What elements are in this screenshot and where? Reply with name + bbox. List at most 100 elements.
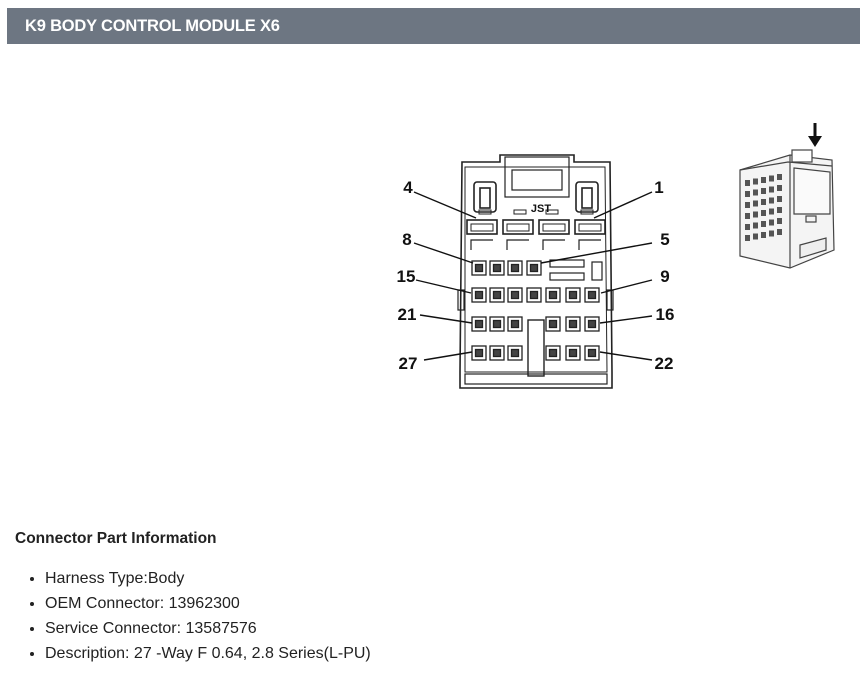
pin-label-22: 22 [655,354,674,373]
leader-line-5 [540,242,653,264]
thumbnail-cavity [777,229,782,235]
terminal-cavity-core [510,263,520,273]
terminal-cavity [526,287,542,303]
terminal-cavity-core [548,290,558,300]
thumbnail-cavity [745,213,750,219]
leader-line-22 [599,351,653,361]
connector-diagram: JST 4 1 8 5 15 9 21 16 27 22 [397,123,835,389]
leader-line-8 [413,242,474,264]
terminal-cavity [584,287,600,303]
info-list: Harness Type:Body OEM Connector: 1396230… [27,566,371,666]
leader-line-15 [415,279,472,294]
leader-line-9 [600,279,653,294]
thumbnail-cavity [777,174,782,180]
terminal-cavity-core [510,290,520,300]
insertion-arrow-icon [808,123,822,147]
terminal-cavity-core [529,263,539,273]
thumbnail-cavity [761,221,766,227]
terminal-cavity-core [492,348,502,358]
terminal-cavity-core [568,348,578,358]
pin-label-16: 16 [656,305,675,324]
thumbnail-cavity [769,197,774,204]
thumbnail-cavity [777,196,782,202]
connector-brand-label: JST [531,203,551,215]
list-item: Description: 27 -Way F 0.64, 2.8 Series(… [45,641,371,666]
thumbnail-cavity [777,218,782,224]
connector-housing [459,154,613,389]
terminal-cavity-core [474,290,484,300]
thumbnail-cavity [745,180,750,186]
terminal-cavity-core [548,348,558,358]
page-title: K9 BODY CONTROL MODULE X6 [25,17,280,35]
thumbnail-cavity [745,224,750,230]
thumbnail-cavity [761,199,766,205]
pin-label-4: 4 [403,178,413,197]
thumbnail-cavity [769,219,774,226]
pin-label-5: 5 [660,230,669,249]
terminal-cavity [565,345,581,361]
thumbnail-cavity [753,222,758,229]
list-item: Harness Type:Body [45,566,371,591]
terminal-cavity-core [568,290,578,300]
thumbnail-cavity [753,200,758,207]
thumbnail-cavity [745,191,750,197]
leader-line-1 [593,191,653,219]
terminal-4 [466,219,498,235]
pin-label-1: 1 [654,178,663,197]
terminal-cavity [507,316,523,332]
thumbnail-cavity [769,175,774,182]
page-header: K9 BODY CONTROL MODULE X6 [7,8,860,44]
thumbnail-cavity [745,235,750,241]
terminal-cavity-core [587,290,597,300]
terminal-cavity [489,316,505,332]
terminal-cavity [489,345,505,361]
terminal-cavity [471,345,487,361]
terminal-cavity-core [492,319,502,329]
terminal-cavity-core [474,319,484,329]
thumbnail-cavity [769,230,774,237]
connector-3d-view [739,149,835,269]
terminal-cavity-core [492,290,502,300]
terminal-cavity [471,316,487,332]
terminal-cavity [526,260,542,276]
terminal-cavity [584,345,600,361]
thumbnail-cavity [753,233,758,240]
terminal-cavity-core [474,348,484,358]
thumbnail-cavity [761,210,766,216]
terminal-cavity [584,316,600,332]
thumbnail-cavity [777,185,782,191]
terminal-cavity [545,287,561,303]
pin-label-15: 15 [397,267,416,286]
list-item: OEM Connector: 13962300 [45,591,371,616]
terminal-3 [502,219,534,235]
thumbnail-cavity [761,177,766,183]
pin-label-9: 9 [660,267,669,286]
thumbnail-cavity [753,178,758,185]
leader-line-27 [423,351,473,361]
terminal-cavity [471,260,487,276]
section-title: Connector Part Information [15,530,217,547]
terminal-cavity [489,287,505,303]
terminal-cavity-core [510,348,520,358]
pin-label-27: 27 [399,354,418,373]
thumbnail-cavity [769,208,774,215]
terminal-cavity-core [548,319,558,329]
terminal-cavity [565,287,581,303]
terminal-cavity [507,287,523,303]
thumbnail-cavity [761,232,766,238]
terminal-cavity [489,260,505,276]
terminal-cavity-core [568,319,578,329]
terminal-cavity-core [492,263,502,273]
terminal-cavity [545,316,561,332]
terminal-cavity-core [587,348,597,358]
leader-line-4 [413,191,477,219]
terminal-cavity [565,316,581,332]
terminal-2 [538,219,570,235]
terminal-cavity-core [529,290,539,300]
thumbnail-cavity [777,207,782,213]
terminal-cavity-core [510,319,520,329]
terminal-cavity-core [587,319,597,329]
leader-line-21 [419,314,473,324]
thumbnail-cavity [745,202,750,208]
thumbnail-cavity [753,211,758,218]
